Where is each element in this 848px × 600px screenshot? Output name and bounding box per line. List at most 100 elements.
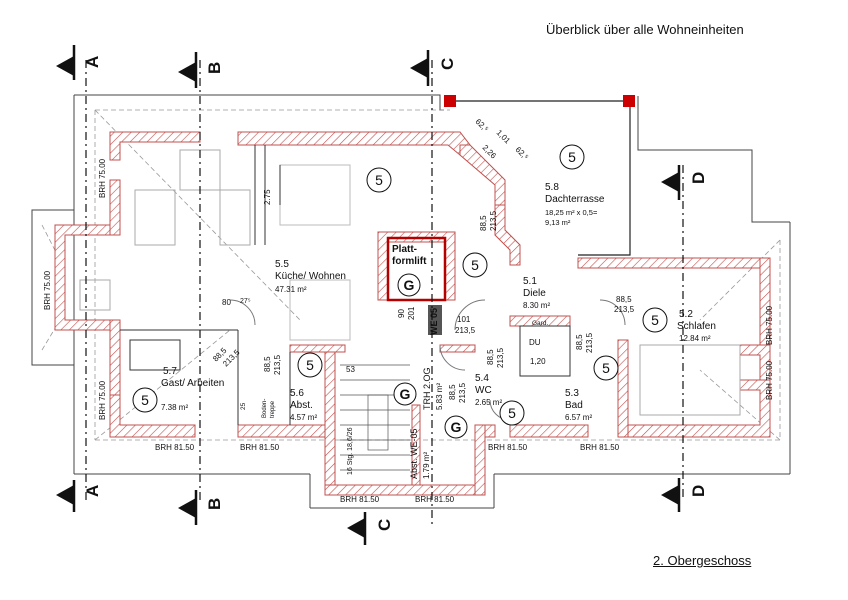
section-marker-c-top: C: [410, 50, 457, 86]
svg-text:80: 80: [222, 298, 231, 307]
svg-text:TRH 2.OG: TRH 2.OG: [422, 367, 432, 410]
room-5-5: 5.5 Küche/ Wohnen 47.31 m²: [275, 259, 346, 294]
svg-text:5.6: 5.6: [290, 388, 304, 399]
svg-text:BRH 75.00: BRH 75.00: [98, 380, 107, 420]
room-5-3: 5.3 Bad 6.57 m²: [565, 388, 592, 422]
svg-text:D: D: [689, 172, 708, 184]
svg-text:Gast/ Arbeiten: Gast/ Arbeiten: [161, 378, 224, 389]
svg-text:53: 53: [346, 365, 355, 374]
svg-text:88,5: 88,5: [575, 334, 584, 350]
svg-text:213,5: 213,5: [585, 332, 594, 353]
svg-text:5.3: 5.3: [565, 388, 579, 399]
svg-text:5.2: 5.2: [679, 309, 693, 320]
svg-text:BRH 81.50: BRH 81.50: [488, 443, 528, 452]
svg-text:5.4: 5.4: [475, 373, 489, 384]
svg-text:BRH 75.00: BRH 75.00: [43, 270, 52, 310]
svg-text:88,5: 88,5: [448, 384, 457, 400]
svg-text:213,5: 213,5: [455, 326, 476, 335]
svg-text:213,5: 213,5: [496, 347, 505, 368]
section-marker-b-bottom: B: [178, 490, 224, 525]
plan-title: Überblick über alle Wohneinheiten: [546, 22, 744, 37]
svg-text:G: G: [451, 419, 462, 435]
svg-text:5: 5: [508, 405, 516, 421]
svg-text:5: 5: [141, 392, 149, 408]
svg-text:4.57 m²: 4.57 m²: [290, 413, 317, 422]
svg-text:27⁵: 27⁵: [240, 298, 251, 305]
svg-text:5: 5: [375, 172, 383, 188]
svg-text:Platt-: Platt-: [392, 244, 417, 255]
unit-marker-labels: 5 5 5 5 5 5 5 5 G G G: [141, 149, 659, 435]
svg-text:16 Stg. 18,6/26: 16 Stg. 18,6/26: [347, 427, 354, 475]
room-5-7: 5.7 Gast/ Arbeiten 7.38 m²: [161, 366, 224, 412]
svg-text:1,01: 1,01: [495, 128, 513, 146]
svg-text:88,5: 88,5: [486, 349, 495, 365]
svg-text:12.84 m²: 12.84 m²: [679, 334, 711, 343]
svg-text:Abst. WE-05: Abst. WE-05: [409, 428, 419, 479]
svg-text:18,25 m² x 0,5=: 18,25 m² x 0,5=: [545, 208, 598, 217]
svg-text:88,5: 88,5: [479, 215, 488, 231]
svg-text:213,5: 213,5: [458, 382, 467, 403]
svg-text:WE 05: WE 05: [429, 308, 439, 335]
svg-text:9,13 m²: 9,13 m²: [545, 218, 571, 227]
room-trh: TRH 2.OG 5.83 m²: [422, 367, 444, 410]
svg-text:88,5: 88,5: [616, 295, 632, 304]
svg-text:2.65 m²: 2.65 m²: [475, 398, 502, 407]
svg-text:G: G: [400, 386, 411, 402]
svg-text:BRH 81.50: BRH 81.50: [415, 495, 455, 504]
svg-text:Gard.: Gard.: [532, 320, 548, 327]
svg-text:D: D: [689, 485, 708, 497]
svg-text:5.83 m²: 5.83 m²: [435, 383, 444, 410]
svg-text:213,5: 213,5: [273, 354, 282, 375]
brh-labels: BRH 75.00 BRH 75.00 BRH 75.00 BRH 75.00 …: [43, 158, 774, 504]
svg-text:5: 5: [651, 312, 659, 328]
terrace-post-right: [623, 95, 635, 107]
section-marker-b-top: B: [178, 52, 224, 88]
svg-text:treppe: treppe: [270, 400, 276, 418]
room-labels: 5.5 Küche/ Wohnen 47.31 m² 5.8 Dachterra…: [161, 182, 716, 479]
svg-text:5.7: 5.7: [163, 366, 177, 377]
terrace: [444, 95, 635, 256]
section-marker-a-top: A: [56, 45, 102, 80]
svg-text:DU: DU: [529, 338, 541, 347]
svg-text:88,5: 88,5: [263, 356, 272, 372]
svg-text:5.1: 5.1: [523, 276, 537, 287]
platform-lift: [386, 236, 447, 302]
svg-text:BRH 75.00: BRH 75.00: [765, 305, 774, 345]
svg-text:5.8: 5.8: [545, 182, 559, 193]
svg-text:90: 90: [397, 309, 406, 318]
terrace-post-left: [444, 95, 456, 107]
section-marker-a-bottom: A: [56, 480, 102, 512]
section-lines: [85, 60, 684, 525]
svg-text:BRH 81.50: BRH 81.50: [240, 443, 280, 452]
room-5-4: 5.4 WC 2.65 m²: [475, 373, 502, 407]
svg-text:Diele: Diele: [523, 288, 546, 299]
svg-text:5.5: 5.5: [275, 259, 289, 270]
svg-text:A: A: [83, 485, 102, 497]
room-5-1: 5.1 Diele 8.30 m²: [523, 276, 550, 310]
svg-text:5: 5: [602, 360, 610, 376]
svg-text:7.38 m²: 7.38 m²: [161, 403, 188, 412]
svg-text:formlift: formlift: [392, 256, 427, 267]
svg-text:47.31 m²: 47.31 m²: [275, 285, 307, 294]
svg-text:25: 25: [240, 402, 247, 410]
section-marker-d-bottom: D: [661, 478, 708, 512]
lift-label: Platt- formlift: [392, 244, 427, 267]
section-marker-d-top: D: [661, 165, 708, 200]
svg-text:6.57 m²: 6.57 m²: [565, 413, 592, 422]
svg-text:B: B: [205, 62, 224, 74]
svg-text:1,20: 1,20: [530, 357, 546, 366]
svg-text:8.30 m²: 8.30 m²: [523, 301, 550, 310]
svg-text:A: A: [83, 56, 102, 68]
svg-text:62,⁵: 62,⁵: [474, 117, 491, 134]
svg-text:Küche/ Wohnen: Küche/ Wohnen: [275, 271, 346, 282]
room-5-8: 5.8 Dachterrasse 18,25 m² x 0,5= 9,13 m²: [545, 182, 605, 227]
floor-label: 2. Obergeschoss: [653, 553, 752, 568]
section-marker-c-bottom: C: [347, 512, 394, 545]
svg-text:201: 201: [407, 306, 416, 320]
svg-text:101: 101: [457, 315, 471, 324]
svg-text:62,⁵: 62,⁵: [514, 145, 531, 162]
svg-text:BRH 75.00: BRH 75.00: [765, 360, 774, 400]
svg-text:213,5: 213,5: [489, 210, 498, 231]
svg-text:2.75: 2.75: [263, 189, 272, 205]
room-5-6: 5.6 Abst. 4.57 m²: [290, 388, 317, 422]
